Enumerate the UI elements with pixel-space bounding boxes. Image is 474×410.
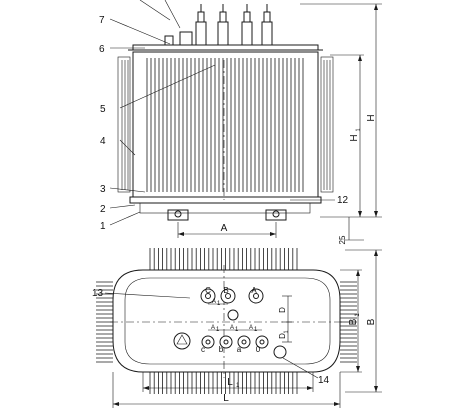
roller-right: [265, 209, 287, 221]
right-radiator-strip: [320, 56, 334, 193]
callout-1: 1: [100, 221, 106, 232]
dim-d: D: [278, 307, 287, 313]
callout-5: 5: [100, 104, 106, 115]
lv-label-0: 0: [256, 345, 261, 354]
hv-label-a: A: [251, 286, 257, 295]
callout-7: 7: [99, 15, 105, 26]
top-view: C B A c b a 0 A 1 A 1 A 1: [92, 248, 357, 394]
callout-2: 2: [100, 204, 106, 215]
dim-a: A: [221, 223, 228, 234]
lv-label-b: b: [219, 345, 224, 354]
a1-hv-left: A: [212, 299, 216, 305]
dim-25: 25: [338, 235, 347, 244]
lv-label-c: c: [201, 345, 205, 354]
dim-b: B: [366, 318, 377, 325]
thermometer-pocket: [273, 345, 287, 359]
front-view: [117, 4, 334, 221]
hv-label-c: C: [205, 286, 211, 295]
callout-12: 12: [337, 195, 349, 206]
dim-h1: H: [349, 134, 360, 141]
svg-text:1: 1: [216, 327, 220, 333]
hv-bushings: C B A: [200, 286, 264, 304]
tap-changer: [227, 309, 239, 321]
a1-lv-2: A: [230, 325, 234, 331]
hv-label-b: B: [223, 286, 228, 295]
filler-cap: [173, 332, 191, 350]
front-callouts: 7 6 5 4 3 2 1 12: [99, 0, 349, 232]
a1-spacings: A 1 A 1 A 1 A 1: [208, 299, 262, 333]
left-radiator-strip: [117, 56, 131, 193]
callout-3: 3: [100, 184, 106, 195]
a1-lv-1: A: [211, 325, 215, 331]
dim-d1: D: [278, 333, 287, 339]
dim-l1: L: [227, 377, 233, 388]
roller-left: [167, 209, 189, 221]
callout-14: 14: [318, 375, 330, 386]
dim-l: L: [223, 393, 229, 404]
svg-text:1: 1: [235, 327, 239, 333]
dim-b1: B: [348, 318, 359, 325]
dim-h: H: [366, 114, 377, 121]
dim-h1-sub: 1: [356, 128, 362, 132]
tank-cover: [132, 44, 319, 51]
corrugated-fins: [121, 58, 331, 192]
svg-text:1: 1: [236, 383, 240, 389]
d-dimensions: D D 1: [278, 295, 292, 343]
callout-6: 6: [99, 44, 105, 55]
svg-text:1: 1: [254, 327, 258, 333]
radiator-fins-top: [96, 248, 357, 394]
lv-label-a: a: [237, 345, 242, 354]
a1-lv-3: A: [249, 325, 253, 331]
callout-13: 13: [92, 288, 104, 299]
top-dimensions: B B 1 L 1 L: [112, 249, 382, 408]
front-dimensions: A H H 1 25: [177, 3, 382, 244]
svg-text:1: 1: [284, 330, 290, 334]
callout-4: 4: [100, 136, 106, 147]
svg-text:1: 1: [217, 301, 221, 307]
lv-bushings: c b a 0: [201, 335, 269, 354]
tank-body: [132, 51, 319, 198]
bushings: [164, 4, 273, 46]
svg-text:1: 1: [355, 313, 361, 317]
